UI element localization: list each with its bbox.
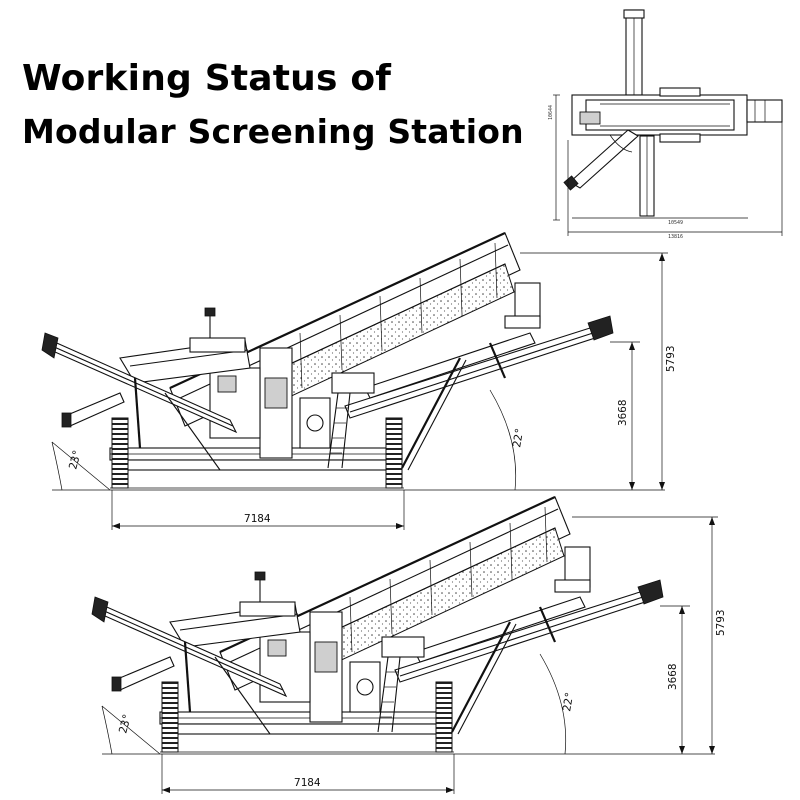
side-view-2 bbox=[90, 495, 718, 794]
dim-angle-left-2: 23° bbox=[116, 712, 134, 735]
dim-height-total-2: 5793 bbox=[714, 610, 727, 637]
dim-length-2: 7184 bbox=[294, 776, 321, 789]
title-line-1: Working Status of bbox=[22, 58, 392, 99]
plan-dim-width: 10549 bbox=[668, 220, 683, 226]
dim-height-discharge-1: 3668 bbox=[616, 400, 629, 427]
plan-dim-total: 13816 bbox=[668, 234, 683, 240]
dim-height-discharge-2: 3668 bbox=[666, 664, 679, 691]
side-view-1 bbox=[40, 231, 668, 530]
dim-angle-right-1: 22° bbox=[510, 427, 526, 449]
title-line-2: Modular Screening Station bbox=[22, 112, 524, 151]
dim-angle-right-2: 22° bbox=[560, 691, 576, 713]
plan-dim-height: 10644 bbox=[548, 105, 554, 120]
dim-length-1: 7184 bbox=[244, 512, 271, 525]
dim-angle-left-1: 23° bbox=[66, 448, 84, 471]
plan-view-drawing bbox=[548, 8, 788, 240]
dim-height-total-1: 5793 bbox=[664, 346, 677, 373]
